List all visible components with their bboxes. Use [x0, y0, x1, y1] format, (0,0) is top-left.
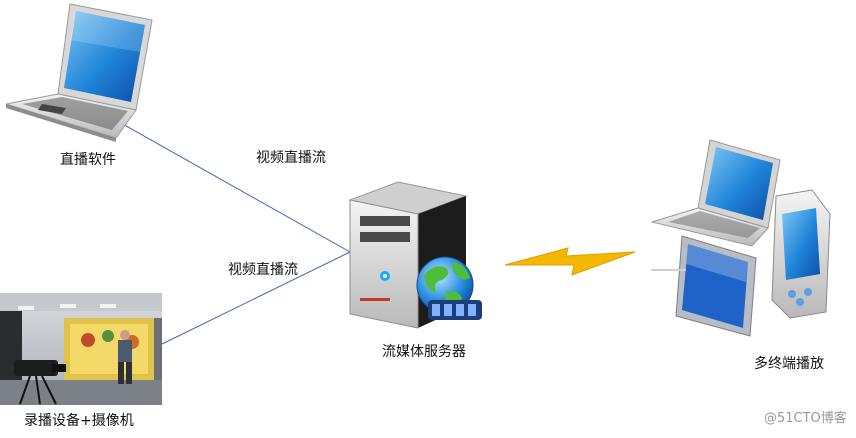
live-software-label: 直播软件: [60, 152, 116, 168]
studio-photo: [0, 293, 162, 405]
globe-media-icon: [416, 256, 482, 320]
recorder-label: 录播设备+摄像机: [24, 413, 134, 429]
server-label: 流媒体服务器: [382, 344, 466, 360]
server-icon: [348, 181, 468, 329]
laptop-icon: [5, 3, 153, 142]
link-line-recorder-server: [159, 251, 351, 346]
terminals-icon: [650, 139, 831, 337]
wireless-lightning-icon: [504, 247, 636, 276]
link-line-laptop-server: [111, 117, 351, 253]
stream-label-top: 视频直播流: [256, 150, 326, 166]
watermark: @51CTO博客: [764, 411, 847, 426]
terminals-label: 多终端播放: [754, 356, 824, 372]
stream-label-bottom: 视频直播流: [228, 262, 298, 278]
